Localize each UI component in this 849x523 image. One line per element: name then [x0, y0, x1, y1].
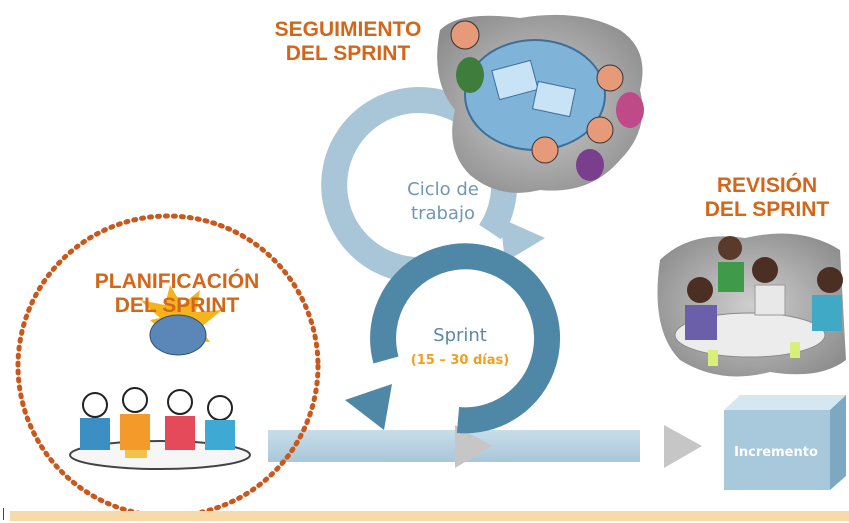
sprint-label: Sprint — [433, 325, 487, 346]
increment-label: Incremento — [734, 445, 818, 460]
work-cycle-label: Ciclo de trabajo — [407, 179, 479, 224]
sprint-duration-label: (15 – 30 días) — [410, 353, 510, 368]
planning-dotted-circle — [15, 213, 321, 519]
timeline-arrowhead-1 — [455, 425, 492, 468]
review-meeting-illustration — [657, 233, 846, 377]
timeline-arrowhead-2 — [664, 425, 702, 468]
sprint-review-label: REVISIÓN DEL SPRINT — [704, 174, 830, 221]
sprint-tracking-label: SEGUIMIENTO DEL SPRINT — [274, 18, 422, 65]
planning-meeting-illustration — [69, 285, 251, 470]
footer-bar — [10, 511, 849, 521]
edge-tick — [3, 508, 4, 520]
sprint-planning-label: PLANIFICACIÓN DEL SPRINT — [94, 270, 260, 317]
timeline-band — [268, 430, 640, 462]
daily-meeting-illustration — [437, 14, 644, 193]
increment-box — [724, 395, 846, 490]
sprint-cycle-arrow — [345, 243, 561, 434]
